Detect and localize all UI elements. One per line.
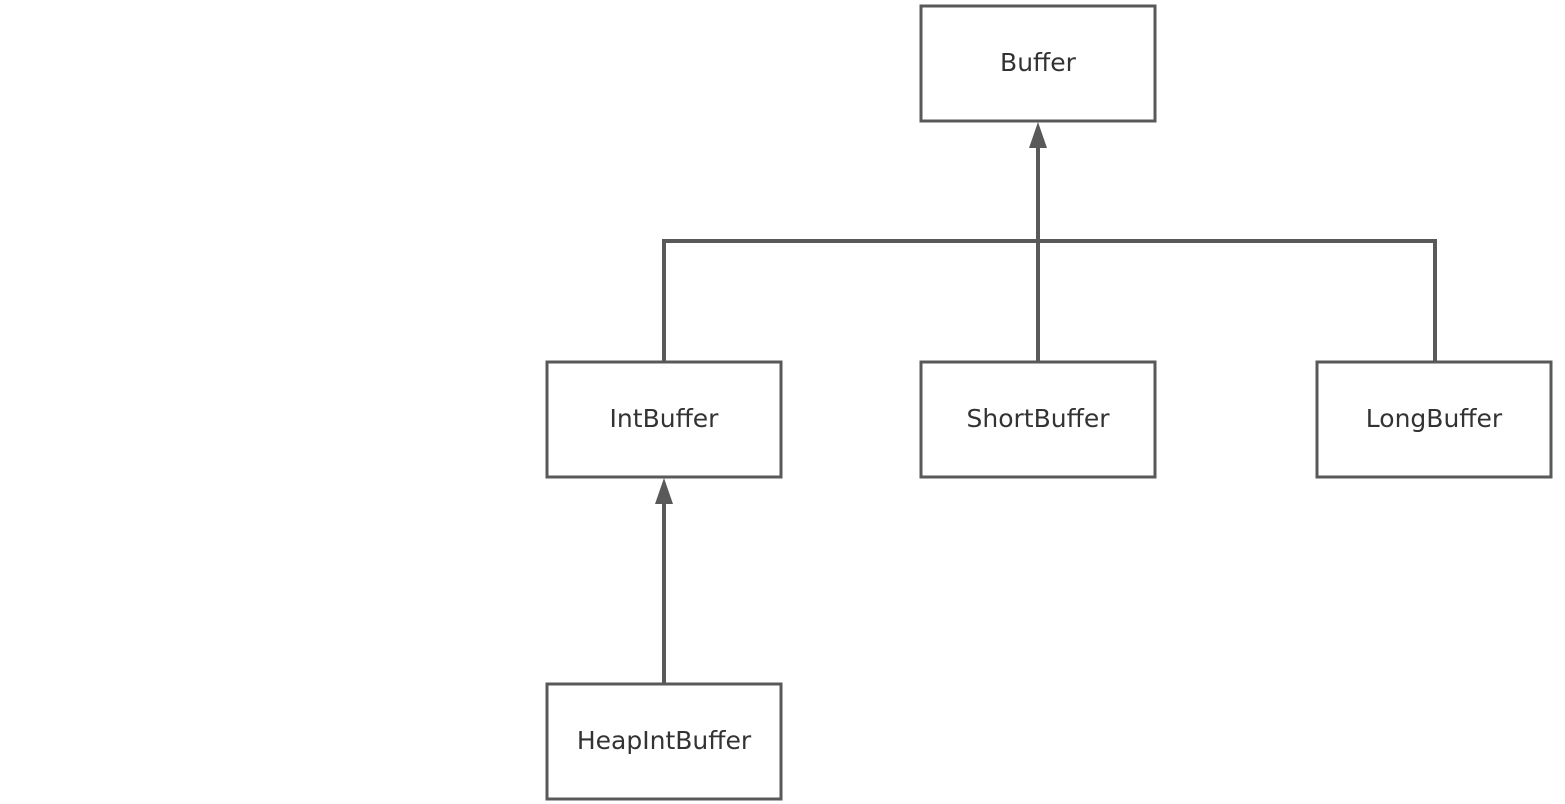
node-label: HeapIntBuffer <box>577 726 752 755</box>
node-box <box>1315 360 1553 479</box>
node-heapintbuffer: HeapIntBuffer <box>545 682 783 801</box>
arrow-head-to-intbuffer <box>655 478 673 504</box>
node-box <box>919 360 1157 479</box>
node-box <box>545 682 783 801</box>
edge-bus-line <box>662 239 1437 361</box>
node-shortbuffer: ShortBuffer <box>919 360 1157 479</box>
node-box <box>545 360 783 479</box>
node-label: ShortBuffer <box>967 404 1111 433</box>
node-label: Buffer <box>1000 48 1077 77</box>
arrow-head-to-buffer <box>1029 122 1047 148</box>
node-label: IntBuffer <box>610 404 720 433</box>
node-intbuffer: IntBuffer <box>545 360 783 479</box>
node-longbuffer: LongBuffer <box>1315 360 1553 479</box>
node-box <box>919 4 1157 123</box>
connectors <box>655 122 1437 683</box>
node-buffer: Buffer <box>919 4 1157 123</box>
node-label: LongBuffer <box>1366 404 1503 433</box>
